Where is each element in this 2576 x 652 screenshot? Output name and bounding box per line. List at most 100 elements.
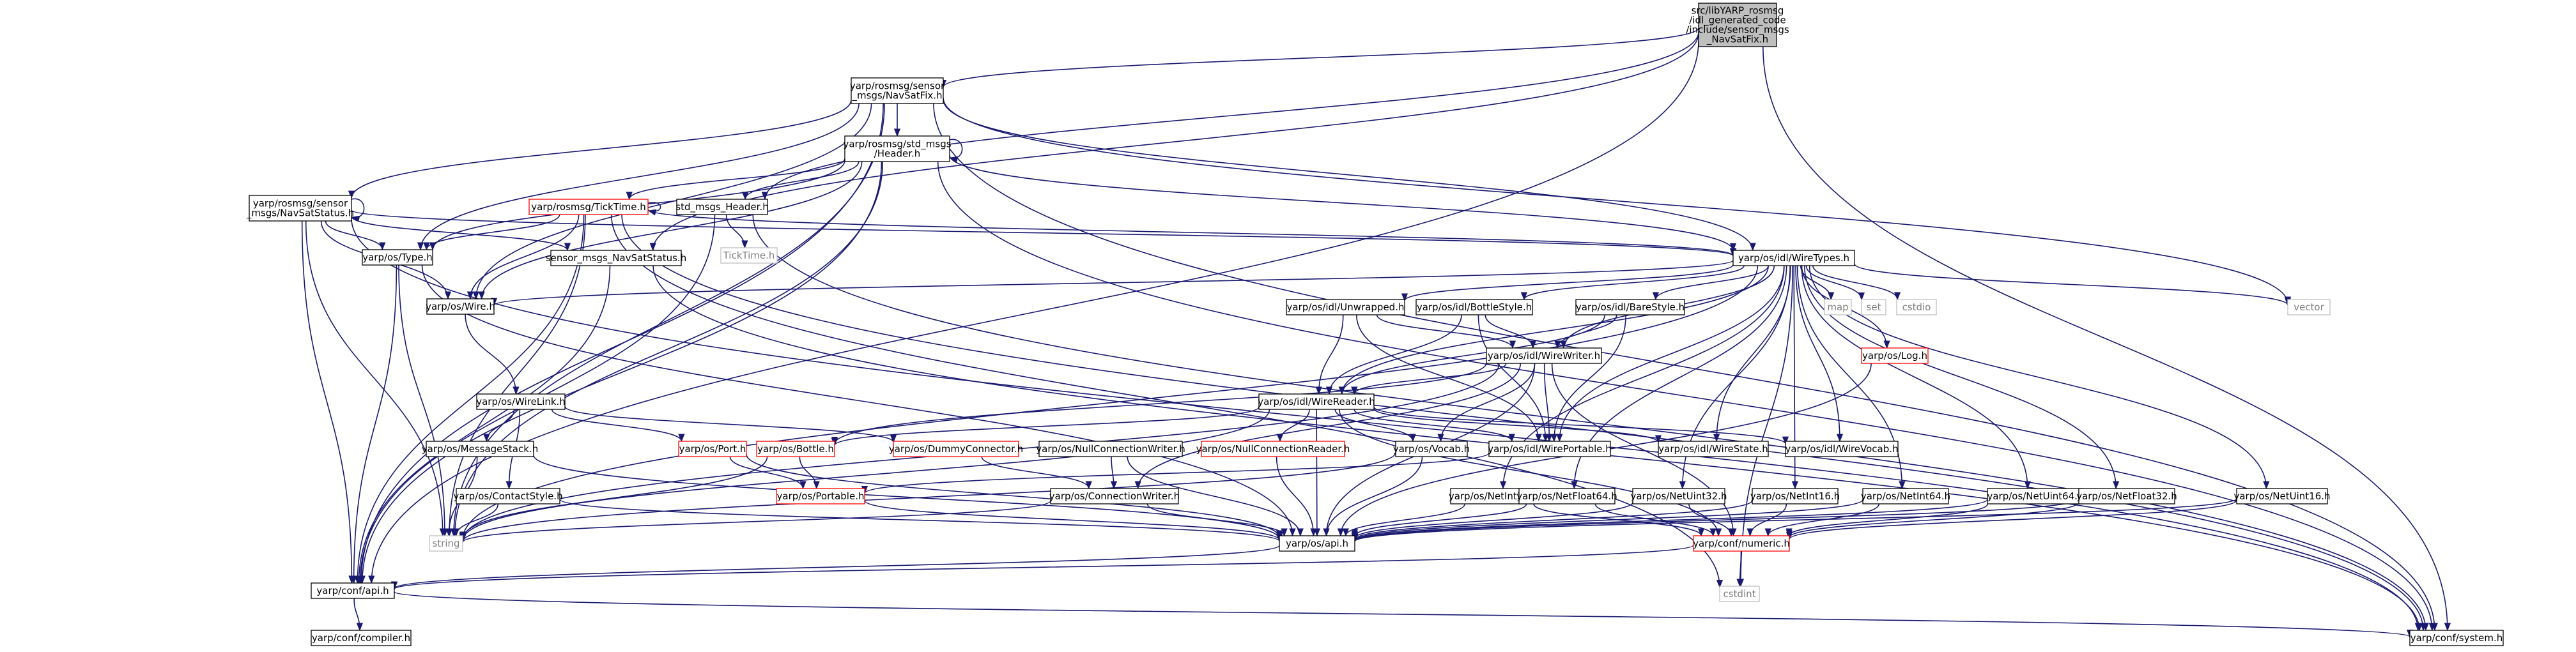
edge-netint16-to-os_api [1352,500,1753,541]
edge-numeric-to-cstdint [1736,550,1743,588]
node-wirelink[interactable]: yarp/os/WireLink.h [476,393,566,410]
edge-numeric-to-conf_api [391,544,1694,591]
node-os_type[interactable]: yarp/os/Type.h [362,249,433,266]
node-log[interactable]: yarp/os/Log.h [1861,347,1929,364]
node-label-sensor_navsatstatus: sensor_msgs_NavSatStatus.h [546,252,686,264]
node-netuint32[interactable]: yarp/os/NetUint32.h [1630,488,1727,504]
node-label-system: yarp/conf/system.h [2410,632,2503,644]
node-compiler[interactable]: yarp/conf/compiler.h [311,630,412,646]
node-box-netfloat32 [2078,488,2175,504]
edge-wirelink-to-port [551,409,685,443]
node-unwrapped[interactable]: yarp/os/idl/Unwrapped.h [1286,299,1405,315]
node-label-wirestate: yarp/os/idl/WireState.h [1658,443,1768,455]
node-wireportable[interactable]: yarp/os/idl/WirePortable.h [1488,441,1612,457]
node-wirevocab[interactable]: yarp/os/idl/WireVocab.h [1785,441,1899,457]
edge-netuint64-to-os_api [1352,499,1988,542]
node-barestyle[interactable]: yarp/os/idl/BareStyle.h [1575,299,1685,315]
node-vocab[interactable]: yarp/os/Vocab.h [1393,441,1470,457]
node-label-vocab: yarp/os/Vocab.h [1393,443,1470,455]
edge-wiretypes-to-cstdio [1812,265,1901,301]
node-box-system [2409,630,2504,646]
node-box-vocab [1395,441,1468,457]
node-box-set [1861,299,1886,315]
node-navsatstatus[interactable]: yarp/rosmsg/sensor_msgs/NavSatStatus.h [246,195,354,222]
node-label-ticktime_gray: TickTime.h [723,250,775,261]
node-box-cstdio [1896,299,1937,315]
node-label-navsatstatus: _msgs/NavSatStatus.h [246,208,354,220]
node-netint64[interactable]: yarp/os/NetInt64.h [1861,488,1950,504]
node-portable[interactable]: yarp/os/Portable.h [776,488,865,504]
node-dummyconnector[interactable]: yarp/os/DummyConnector.h [889,441,1023,457]
node-wirewriter[interactable]: yarp/os/idl/WireWriter.h [1486,347,1602,364]
node-box-navsatstatus [249,195,352,222]
node-numeric[interactable]: yarp/conf/numeric.h [1693,535,1790,552]
node-label-navsatfix: _msgs/NavSatFix.h [851,90,942,102]
node-label-port: yarp/os/Port.h [679,443,746,455]
node-box-messagestack [426,441,534,457]
node-system[interactable]: yarp/conf/system.h [2409,630,2504,646]
edge-wirereader-to-wireportable [1354,409,1515,443]
node-connectionwriter[interactable]: yarp/os/ConnectionWriter.h [1049,488,1180,504]
node-label-compiler: yarp/conf/compiler.h [312,632,410,644]
edge-barestyle-to-wireportable [1550,314,1626,443]
node-box-navsatfix [851,77,944,104]
node-navsatfix[interactable]: yarp/rosmsg/sensor_msgs/NavSatFix.h [850,77,945,104]
node-root[interactable]: src/libYARP_rosmsg/idl_generated_code/in… [1686,3,1789,47]
node-std_header[interactable]: yarp/rosmsg/std_msgs/Header.h [843,135,952,162]
node-nullconnectionreader[interactable]: yarp/os/NullConnectionReader.h [1196,441,1350,457]
node-label-barestyle: yarp/os/idl/BareStyle.h [1576,301,1685,313]
node-box-wireportable [1488,441,1611,457]
edge-wirereader-to-numeric [1339,409,1722,537]
edge-os_type-to-os_api [421,264,1296,537]
node-conf_api[interactable]: yarp/conf/api.h [311,582,395,599]
node-label-nullconnectionreader: yarp/os/NullConnectionReader.h [1196,443,1350,455]
edge-portable-to-os_api [864,499,1283,541]
node-box-conf_api [311,582,395,599]
node-label-netuint32: yarp/os/NetUint32.h [1630,490,1727,502]
edge-navsatstatus-to-system [351,218,2421,632]
node-os_wire[interactable]: yarp/os/Wire.h [426,298,495,315]
node-label-netint64: yarp/os/NetInt64.h [1861,490,1950,502]
node-netfloat64[interactable]: yarp/os/NetFloat64.h [1516,488,1617,504]
node-netint16[interactable]: yarp/os/NetInt16.h [1750,488,1840,504]
node-label-portable: yarp/os/Portable.h [777,490,865,502]
node-box-contactstyle [456,488,560,504]
node-wirereader[interactable]: yarp/os/idl/WireReader.h [1258,393,1375,410]
edge-wiretypes-to-barestyle [1652,265,1769,301]
node-bottle[interactable]: yarp/os/Bottle.h [756,441,835,457]
node-ticktime_gray: TickTime.h [720,247,778,264]
node-nullconnectionwriter[interactable]: yarp/os/NullConnectionWriter.h [1036,441,1185,457]
node-netuint64[interactable]: yarp/os/NetUint64.h [1987,488,2084,504]
node-map: map [1824,299,1852,315]
node-wiretypes[interactable]: yarp/os/idl/WireTypes.h [1732,250,1855,266]
node-os_api[interactable]: yarp/os/api.h [1279,535,1355,552]
edge-port-to-portable [729,456,806,490]
node-box-wirereader [1258,393,1375,410]
node-box-wirestate [1658,441,1769,457]
edge-std_header-to-std_msgs_header [742,161,860,201]
node-messagestack[interactable]: yarp/os/MessageStack.h [422,441,538,457]
node-sensor_navsatstatus[interactable]: sensor_msgs_NavSatStatus.h [546,250,686,266]
node-std_msgs_header[interactable]: std_msgs_Header.h [675,199,769,215]
node-box-netuint64 [1987,488,2084,504]
node-wirestate[interactable]: yarp/os/idl/WireState.h [1658,441,1769,457]
edge-wirereader-to-bottle [831,406,1260,446]
node-netfloat32[interactable]: yarp/os/NetFloat32.h [2076,488,2177,504]
edge-netuint64-to-numeric [1785,503,1989,537]
edge-messagestack-to-os_api [533,455,1283,540]
node-port[interactable]: yarp/os/Port.h [678,441,747,457]
edge-netint16-to-numeric [1747,503,1787,537]
node-cstdint: cstdint [1719,586,1760,602]
node-bottlestyle[interactable]: yarp/os/idl/BottleStyle.h [1415,299,1533,315]
node-label-numeric: yarp/conf/numeric.h [1693,538,1790,549]
node-label-messagestack: yarp/os/MessageStack.h [422,443,538,455]
node-ticktime[interactable]: yarp/rosmsg/TickTime.h [528,199,649,215]
node-box-connectionwriter [1050,488,1179,504]
node-netuint16[interactable]: yarp/os/NetUint16.h [2233,488,2331,504]
node-label-wirewriter: yarp/os/idl/WireWriter.h [1488,350,1600,361]
edge-wirelink-to-dummyconnector [564,406,897,443]
node-label-netuint16: yarp/os/NetUint16.h [2233,490,2330,502]
edge-wiretypes-to-set [1805,265,1865,301]
node-contactstyle[interactable]: yarp/os/ContactStyle.h [453,488,563,504]
